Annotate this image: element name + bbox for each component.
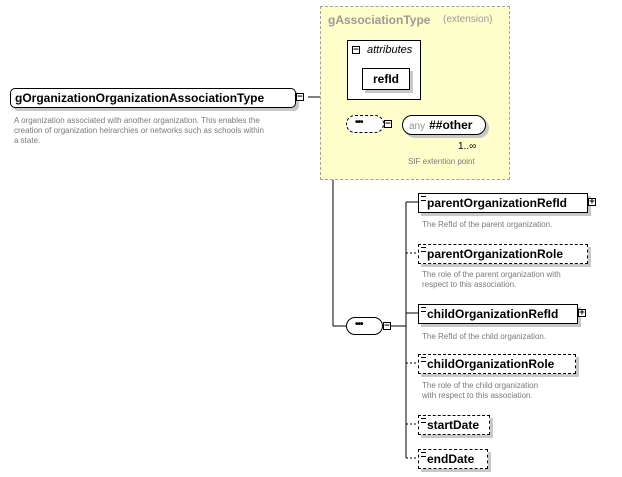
main-sequence-icon: ••• <box>355 319 363 330</box>
element-child-organization-refid[interactable]: childOrganizationRefId <box>418 304 578 324</box>
parent-organization-refid-desc: The RefId of the parent organization. <box>422 220 553 229</box>
attributes-collapse-icon[interactable]: − <box>352 45 360 55</box>
main-sequence-compositor <box>346 317 383 335</box>
element-parent-organization-refid[interactable]: parentOrganizationRefId <box>418 193 588 213</box>
collapse-icon[interactable]: − <box>296 92 304 102</box>
element-doc-icon <box>421 452 426 457</box>
group-sequence-collapse-icon[interactable]: − <box>384 119 392 129</box>
element-parent-organization-role[interactable]: parentOrganizationRole <box>418 244 588 264</box>
element-doc-icon <box>421 357 426 362</box>
group-name: gAssociationType <box>328 13 431 27</box>
main-sequence-collapse-icon[interactable]: − <box>383 321 391 331</box>
element-start-date[interactable]: startDate <box>418 415 490 435</box>
main-type-name: gOrganizationOrganizationAssociationType <box>15 91 265 105</box>
group-sequence-compositor <box>346 115 384 133</box>
attributes-label: attributes <box>367 44 413 56</box>
any-cardinality: 1..∞ <box>458 141 477 152</box>
element-doc-icon <box>421 196 426 201</box>
element-doc-icon <box>421 247 426 252</box>
sequence-compositor-icon: ••• <box>355 117 363 128</box>
expand-icon[interactable]: + <box>588 197 596 207</box>
attribute-refid[interactable]: refId <box>362 68 410 90</box>
any-value: ##other <box>429 118 473 132</box>
any-description: SIF extention point <box>408 157 475 166</box>
element-child-organization-role[interactable]: childOrganizationRole <box>418 354 576 374</box>
any-label: any <box>409 121 426 132</box>
group-kind: (extension) <box>443 14 493 25</box>
element-doc-icon <box>421 307 426 312</box>
child-organization-role-desc: The role of the child organization with … <box>422 381 539 400</box>
expand-icon[interactable]: + <box>578 308 586 318</box>
main-type-description: A organization associated with another o… <box>14 116 264 145</box>
child-organization-refid-desc: The RefId of the child organization. <box>422 332 547 341</box>
element-doc-icon <box>421 418 426 423</box>
element-end-date[interactable]: endDate <box>418 449 488 469</box>
parent-organization-role-desc: The role of the parent organization with… <box>422 270 561 289</box>
any-other-element[interactable]: any##other <box>402 115 486 135</box>
main-type-box[interactable]: gOrganizationOrganizationAssociationType <box>10 88 296 108</box>
